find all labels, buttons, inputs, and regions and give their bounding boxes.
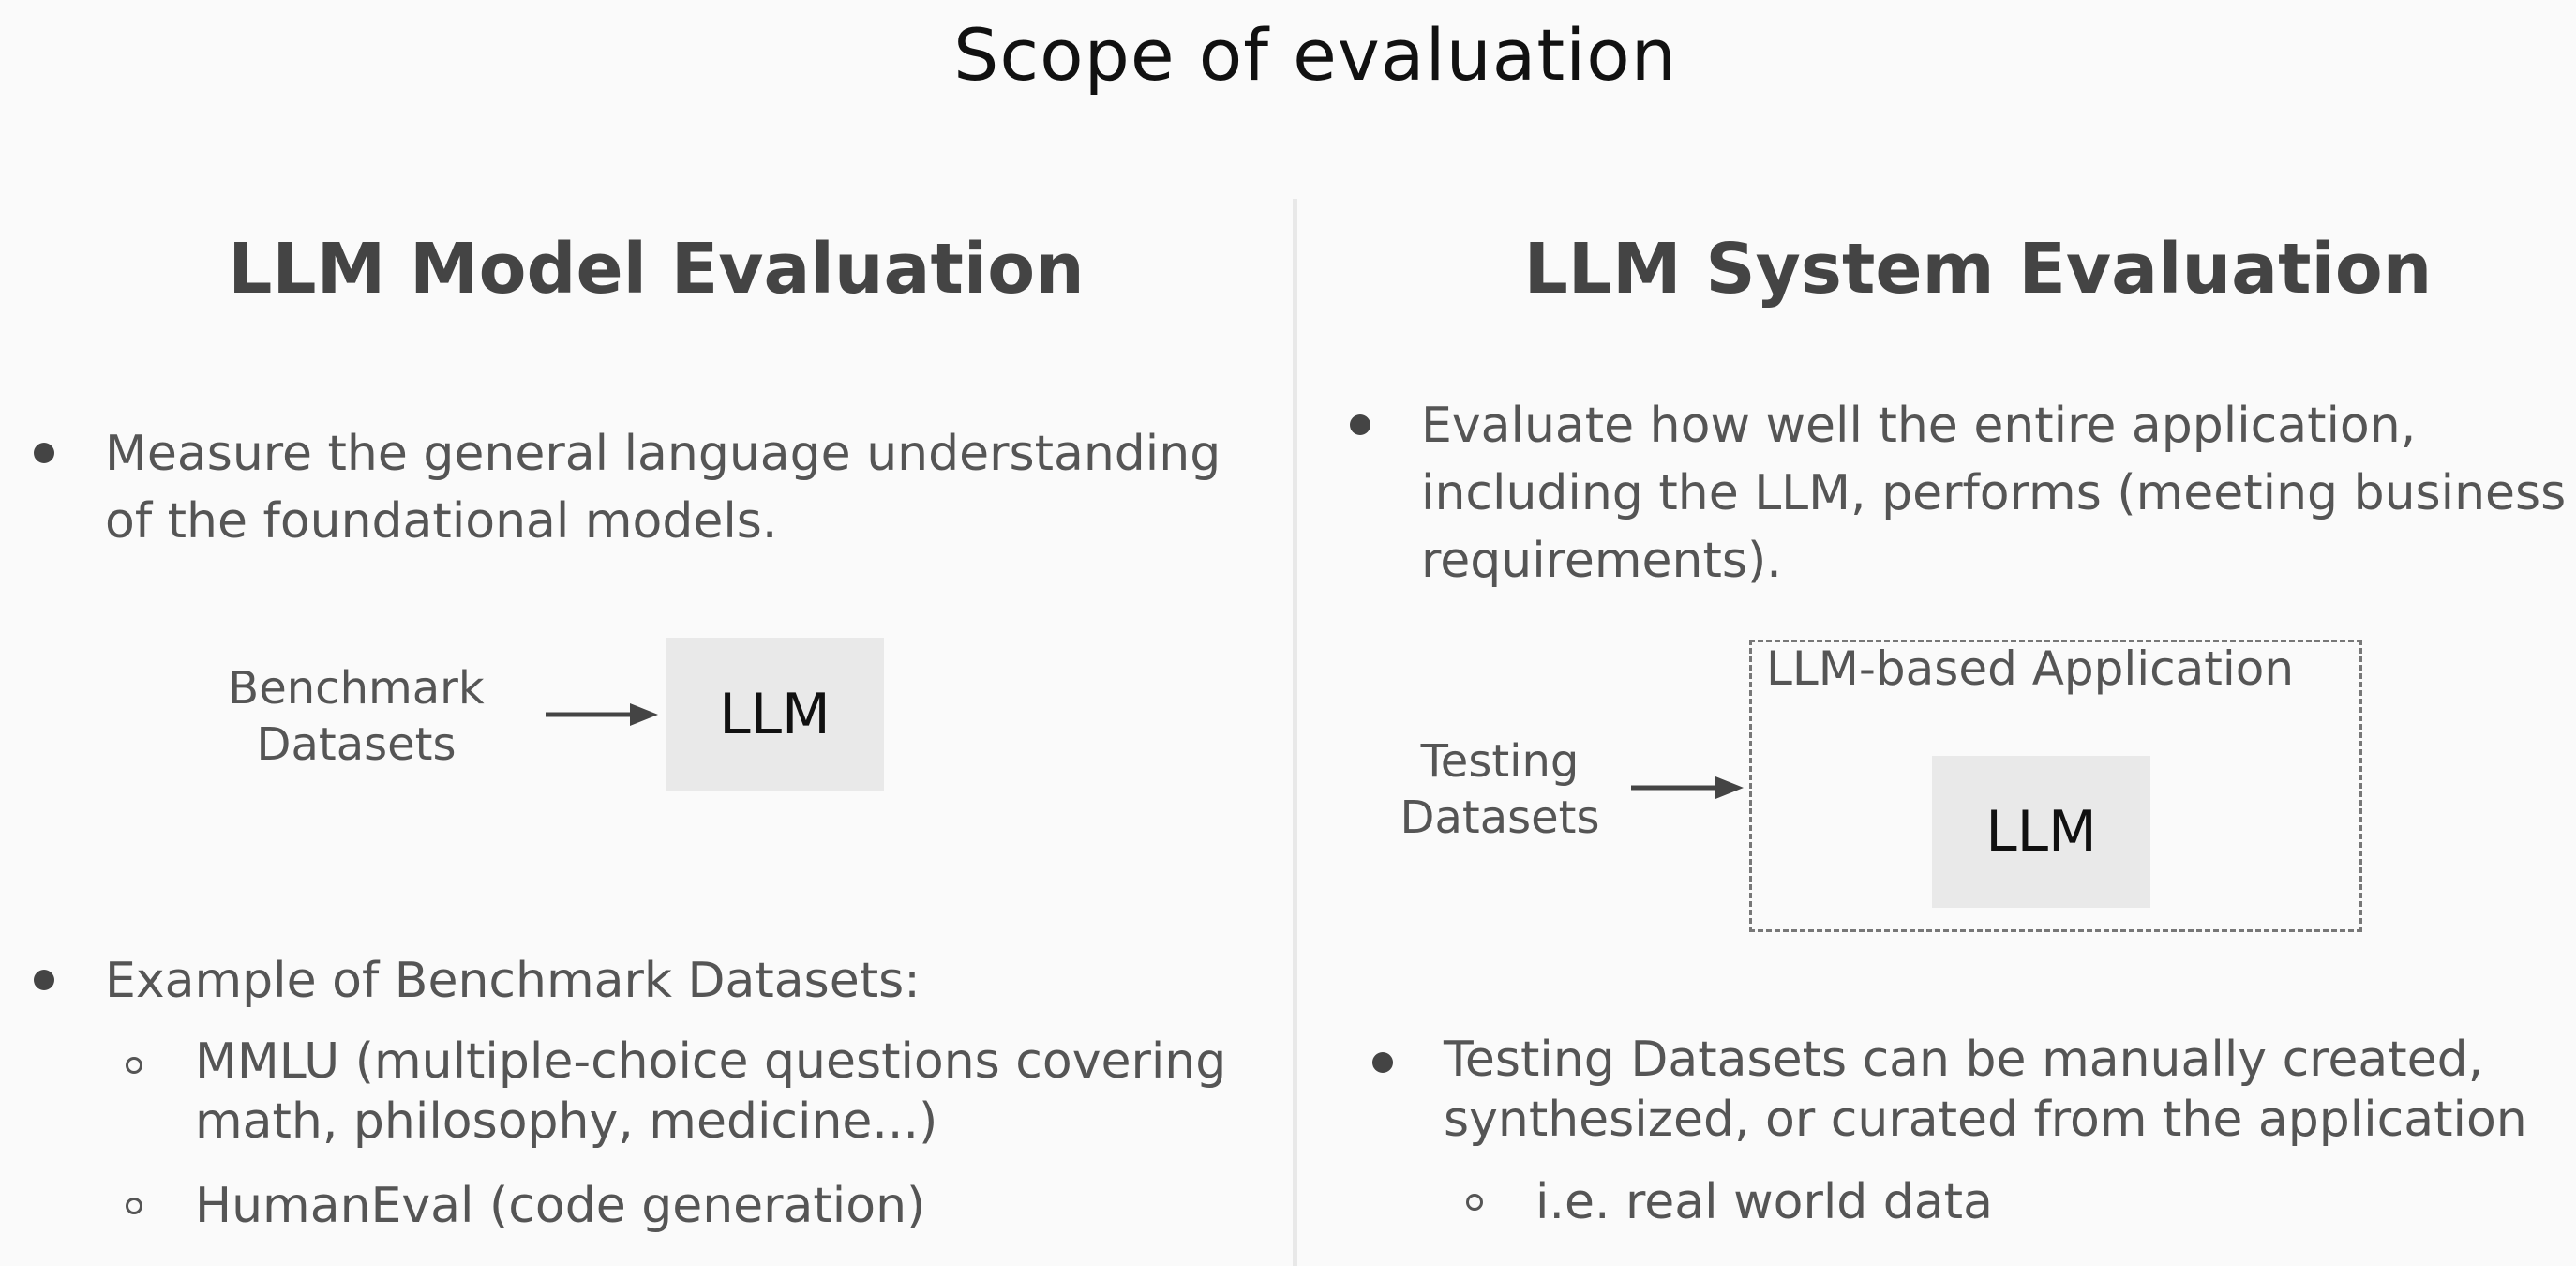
testing-datasets-label-line2: Datasets: [1400, 791, 1600, 844]
right-bullet-testing: Testing Datasets can be manually created…: [1372, 1030, 2572, 1150]
column-divider: [1293, 199, 1297, 1266]
bullet-dot-icon: [1372, 1052, 1393, 1073]
left-bullet-measure-line2: of the foundational models.: [105, 493, 778, 550]
right-subbullet-real-world-text: i.e. real world data: [1535, 1174, 1993, 1230]
bullet-ring-icon: [126, 1198, 142, 1214]
llm-based-application-label: LLM-based Application: [1766, 641, 2295, 696]
right-bullet-evaluate-line2: including the LLM, performs (meeting bus…: [1421, 465, 2567, 521]
left-subbullet-humaneval: HumanEval (code generation): [122, 1172, 1284, 1240]
left-subbullet-mmlu: MMLU (multiple-choice questions covering…: [122, 1032, 1284, 1152]
bullet-ring-icon: [126, 1057, 142, 1074]
left-bullet-measure-line1: Measure the general language understandi…: [105, 426, 1221, 482]
testing-datasets-label: Testing Datasets: [1369, 733, 1631, 846]
right-bullet-testing-line2: synthesized, or curated from the applica…: [1444, 1092, 2527, 1148]
bullet-dot-icon: [34, 443, 54, 463]
slide-title: Scope of evaluation: [953, 13, 1677, 97]
right-column-heading: LLM System Evaluation: [1523, 229, 2433, 309]
right-bullet-evaluate-line1: Evaluate how well the entire application…: [1421, 398, 2417, 454]
llm-based-application-frame: [1749, 640, 2362, 932]
arrow-right-icon: [1631, 776, 1744, 799]
testing-datasets-label-line1: Testing: [1420, 735, 1580, 788]
left-bullet-examples-text: Example of Benchmark Datasets:: [105, 953, 921, 1009]
bullet-ring-icon: [1466, 1194, 1483, 1211]
left-bullet-measure: Measure the general language understandi…: [34, 420, 1271, 555]
right-bullet-evaluate-line3: requirements).: [1421, 533, 1782, 589]
right-bullet-evaluate: Evaluate how well the entire application…: [1350, 392, 2569, 595]
right-subbullet-real-world: i.e. real world data: [1462, 1168, 2550, 1236]
bullet-dot-icon: [1350, 414, 1370, 435]
llm-model-box: LLM: [666, 638, 884, 791]
benchmark-datasets-label-line1: Benchmark: [228, 662, 485, 715]
left-subbullet-mmlu-line1: MMLU (multiple-choice questions covering: [195, 1033, 1227, 1090]
benchmark-datasets-label-line2: Datasets: [256, 718, 457, 771]
left-subbullet-mmlu-line2: math, philosophy, medicine...): [195, 1093, 938, 1150]
benchmark-datasets-label: Benchmark Datasets: [187, 660, 525, 773]
left-column-heading: LLM Model Evaluation: [228, 229, 1085, 309]
right-bullet-testing-line1: Testing Datasets can be manually created…: [1444, 1032, 2484, 1088]
left-subbullet-humaneval-line1: HumanEval (code generation): [195, 1178, 926, 1234]
llm-system-box: LLM: [1932, 756, 2150, 908]
arrow-right-icon: [546, 703, 658, 726]
left-bullet-examples: Example of Benchmark Datasets:: [34, 947, 1271, 1015]
bullet-dot-icon: [34, 970, 54, 990]
